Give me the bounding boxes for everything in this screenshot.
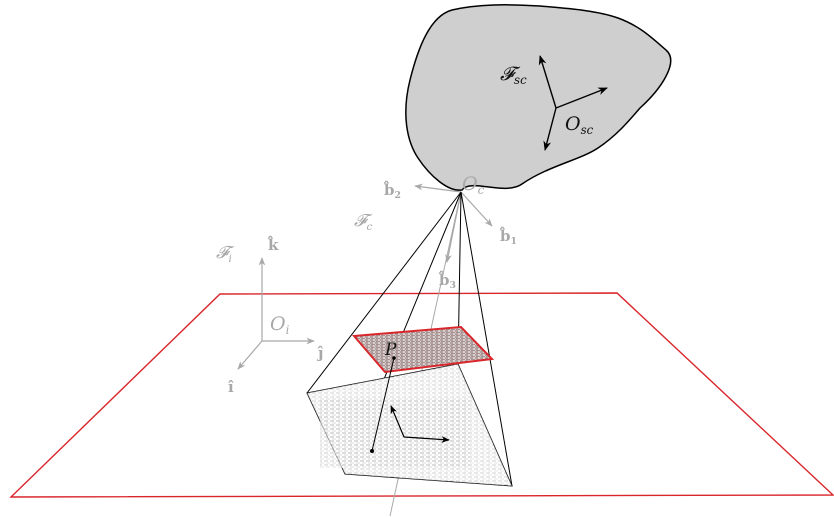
j-hat-label: ĵ: [316, 344, 324, 362]
spacecraft-origin-label: Osc: [565, 113, 594, 137]
point-p-ground: [370, 449, 374, 453]
b2-label: b̂2: [383, 180, 401, 201]
camera-frame-label: 𝓕c: [354, 211, 373, 233]
b3-label: b̂3: [438, 270, 456, 291]
i-hat-label: î: [228, 378, 234, 396]
ground-footprint-texture: [307, 364, 512, 486]
point-p-label: P: [384, 340, 397, 360]
image-plane-patch: [351, 325, 495, 374]
k-hat-label: k̂: [267, 235, 279, 254]
spacecraft-body: [405, 4, 672, 191]
spacecraft-frame-axes: [538, 55, 608, 151]
ground-local-axes: [390, 405, 450, 443]
b1-label: b̂1: [499, 226, 517, 247]
inertial-frame-label: 𝓕i: [216, 243, 235, 265]
point-p-projection: [371, 357, 395, 452]
inertial-origin-label: Oi: [270, 313, 290, 337]
camera-origin-label: Oc: [462, 173, 485, 197]
inertial-frame-axes: [237, 257, 315, 370]
ground-plane: [9, 292, 834, 498]
